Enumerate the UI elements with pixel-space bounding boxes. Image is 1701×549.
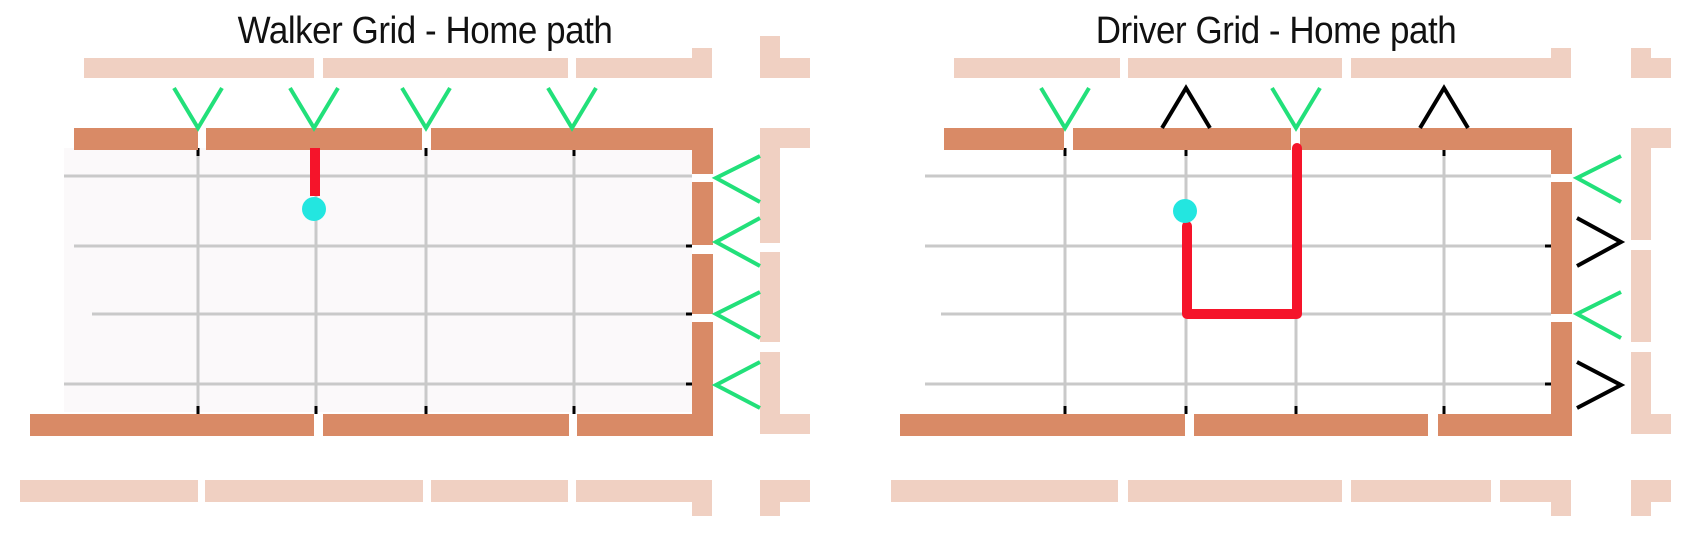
wall-segment bbox=[944, 128, 1064, 150]
faded-wall-segment bbox=[1631, 480, 1651, 516]
open-arrow-left bbox=[711, 154, 761, 204]
home-path bbox=[1182, 143, 1302, 319]
walker-grid-diagram bbox=[20, 36, 810, 516]
wall-segment bbox=[30, 414, 314, 436]
faded-wall-segment bbox=[760, 414, 810, 434]
faded-wall-segment bbox=[760, 252, 780, 342]
agent-marker bbox=[1173, 199, 1197, 223]
faded-walls-bottom bbox=[20, 480, 810, 516]
faded-wall-segment bbox=[1128, 58, 1342, 78]
wall-segment bbox=[1551, 128, 1572, 174]
agent-marker bbox=[302, 197, 326, 221]
open-arrow-down bbox=[172, 86, 224, 132]
open-arrow-left bbox=[711, 290, 761, 340]
faded-wall-segment bbox=[1128, 480, 1342, 502]
wall-segment bbox=[577, 414, 713, 436]
open-arrow-left bbox=[711, 216, 761, 268]
wall-segment bbox=[1194, 414, 1428, 436]
faded-wall-segment bbox=[576, 58, 712, 78]
wall-segment bbox=[431, 128, 713, 150]
faded-wall-segment bbox=[1631, 352, 1651, 434]
faded-wall-segment bbox=[84, 58, 314, 78]
faded-wall-segment bbox=[431, 480, 568, 502]
grid-lines bbox=[64, 148, 692, 412]
driver-grid-panel: Driver Grid - Home path bbox=[851, 0, 1701, 549]
wall-segment bbox=[323, 414, 569, 436]
top-arrows bbox=[172, 86, 598, 132]
faded-wall-segment bbox=[692, 480, 712, 516]
driver-grid-title: Driver Grid - Home path bbox=[1095, 10, 1457, 52]
faded-wall-segment bbox=[1631, 58, 1671, 78]
faded-wall-segment bbox=[1351, 480, 1491, 502]
wall-segment bbox=[692, 322, 713, 434]
faded-wall-segment bbox=[954, 58, 1120, 78]
closed-arrow-right bbox=[1576, 216, 1626, 268]
closed-arrow-up bbox=[1418, 84, 1470, 130]
right-arrows bbox=[1572, 154, 1626, 410]
walker-grid-title: Walker Grid - Home path bbox=[237, 10, 613, 52]
driver-grid-diagram bbox=[891, 48, 1671, 516]
faded-wall-segment bbox=[1631, 250, 1651, 342]
walker-grid-panel: Walker Grid - Home path bbox=[0, 0, 850, 549]
faded-wall-segment bbox=[1631, 128, 1651, 240]
faded-wall-segment bbox=[205, 480, 423, 502]
wall-segment bbox=[1551, 182, 1572, 314]
faded-wall-segment bbox=[891, 480, 1118, 502]
faded-wall-segment bbox=[20, 480, 198, 502]
wall-segment bbox=[692, 254, 713, 314]
faded-wall-segment bbox=[692, 48, 712, 78]
faded-walls-bottom bbox=[891, 480, 1671, 516]
closed-arrow-right bbox=[1576, 360, 1626, 410]
faded-walls-top bbox=[954, 48, 1671, 434]
right-arrows bbox=[711, 154, 761, 410]
faded-wall-segment bbox=[1351, 58, 1571, 78]
wall-segment bbox=[74, 128, 198, 150]
wall-segment bbox=[206, 128, 422, 150]
open-arrow-left bbox=[711, 360, 761, 410]
faded-walls-top bbox=[84, 36, 810, 434]
faded-wall-segment bbox=[760, 128, 780, 243]
junction-ticks bbox=[1063, 148, 1551, 414]
open-arrow-down bbox=[1039, 86, 1091, 132]
faded-wall-segment bbox=[760, 352, 780, 434]
faded-wall-segment bbox=[576, 480, 712, 502]
open-arrow-down bbox=[546, 86, 598, 132]
faded-wall-segment bbox=[1551, 48, 1571, 78]
wall-segment bbox=[692, 128, 713, 174]
open-arrow-down bbox=[400, 86, 452, 132]
walls bbox=[900, 128, 1572, 436]
open-arrow-left bbox=[1572, 290, 1622, 340]
open-arrow-down bbox=[1270, 86, 1322, 132]
wall-segment bbox=[1300, 128, 1572, 150]
faded-wall-segment bbox=[760, 58, 810, 78]
grid-lines bbox=[925, 148, 1551, 412]
grid-background bbox=[64, 148, 692, 412]
closed-arrow-up bbox=[1160, 84, 1212, 130]
wall-segment bbox=[900, 414, 1185, 436]
wall-segment bbox=[1438, 414, 1572, 436]
walls bbox=[30, 128, 713, 436]
faded-wall-segment bbox=[1631, 414, 1671, 434]
top-arrows bbox=[1039, 84, 1470, 132]
open-arrow-down bbox=[288, 86, 340, 132]
faded-wall-segment bbox=[760, 480, 780, 516]
faded-wall-segment bbox=[1551, 480, 1571, 516]
wall-segment bbox=[1073, 128, 1291, 150]
faded-wall-segment bbox=[323, 58, 568, 78]
open-arrow-left bbox=[1572, 154, 1622, 204]
wall-segment bbox=[692, 182, 713, 245]
wall-segment bbox=[1551, 322, 1572, 434]
